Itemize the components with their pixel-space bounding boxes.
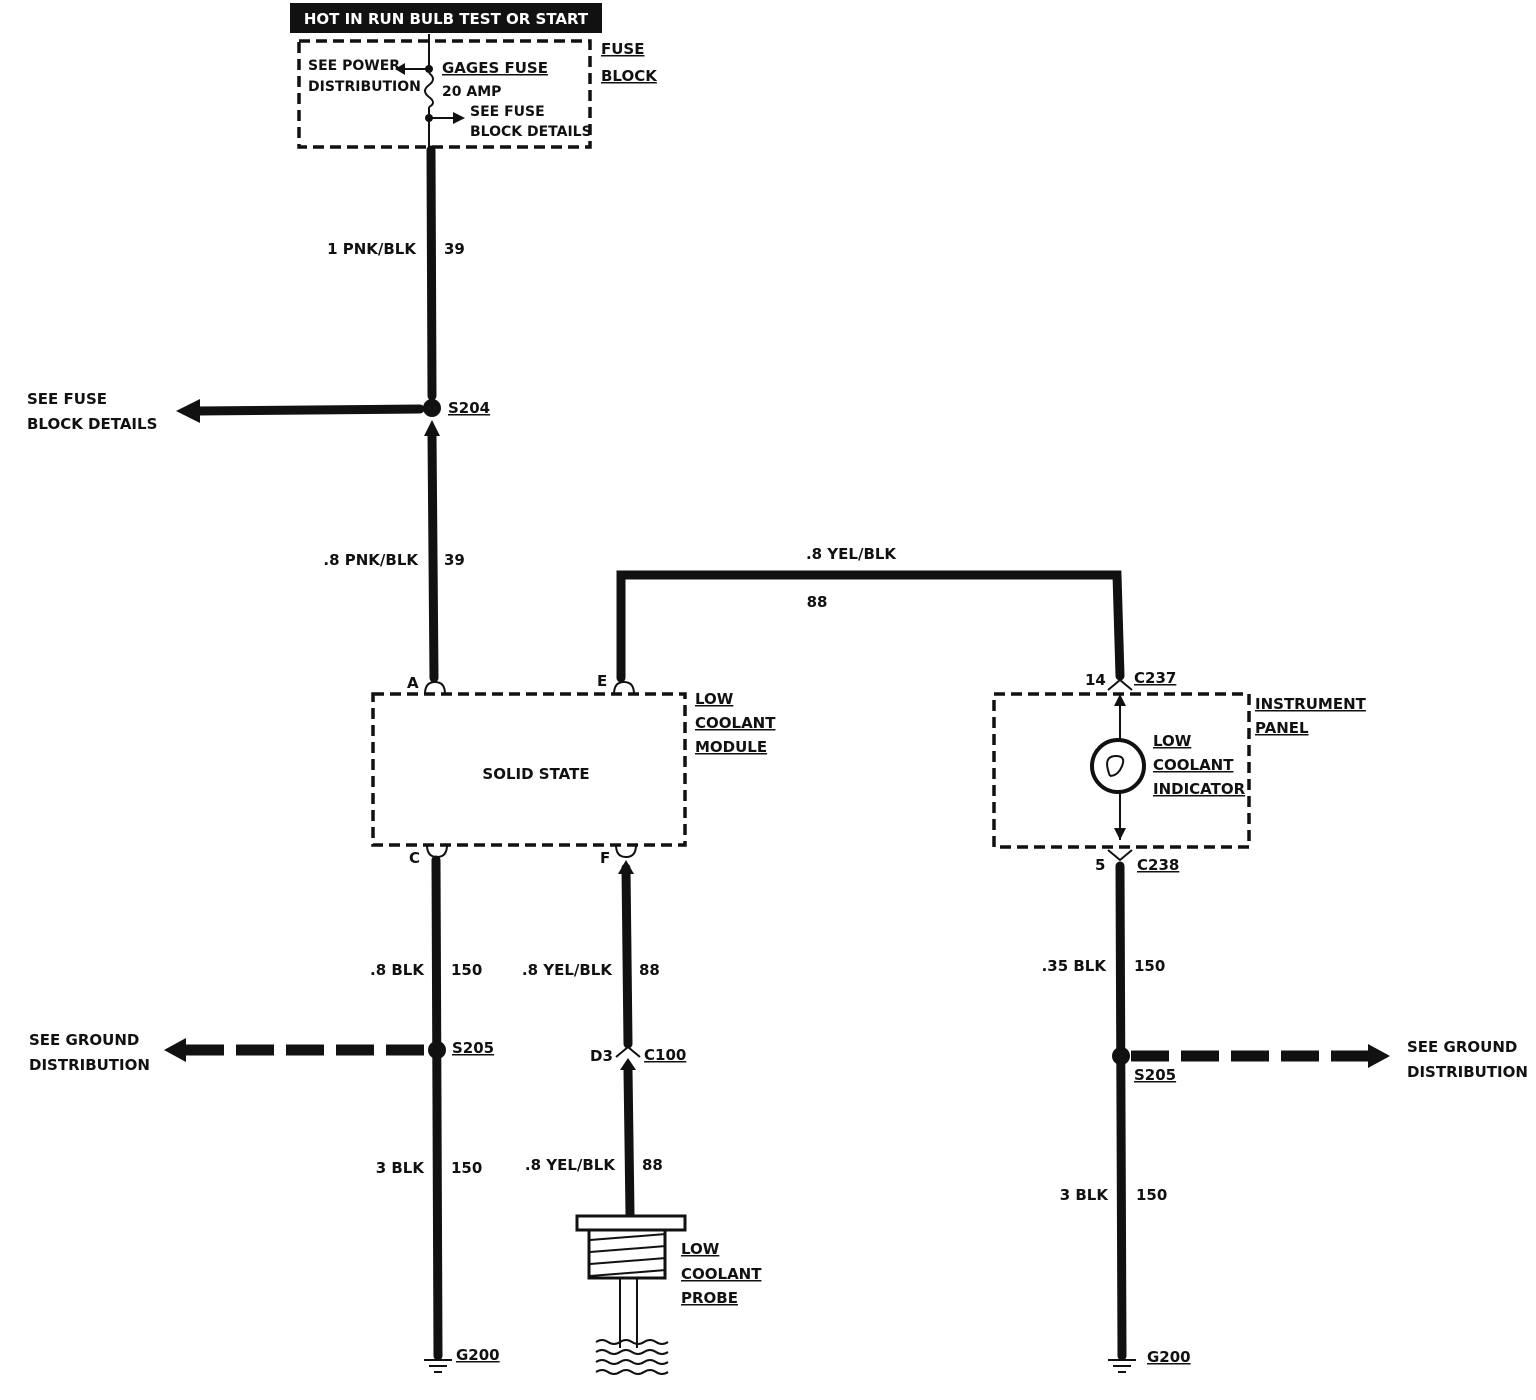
left-wire-bot-label: 3 BLK [376, 1159, 426, 1177]
ground-g200-left: G200 [456, 1346, 500, 1364]
c238-id: C238 [1137, 856, 1179, 874]
pin-f-label: F [600, 849, 610, 867]
instrument-panel-outline [992, 692, 1251, 849]
arrow-fuse-block-details [176, 399, 200, 423]
probe-label-2: COOLANT [681, 1265, 762, 1283]
pin-f-connector [615, 844, 637, 859]
header-title: HOT IN RUN BULB TEST OR START [304, 10, 589, 28]
indicator-label-1: LOW [1153, 732, 1192, 750]
wire-1pnk-39 [426, 145, 437, 401]
c100-connector [615, 1045, 641, 1070]
splice-s205-left [428, 1041, 446, 1059]
fuse-name: GAGES FUSE [442, 59, 548, 77]
instrument-panel-label-1: INSTRUMENT [1255, 695, 1367, 713]
c100-id: C100 [644, 1046, 686, 1064]
pin-c-label: C [409, 849, 420, 867]
left-wire-bot-circuit: 150 [451, 1159, 482, 1177]
low-coolant-module-outline [371, 692, 687, 847]
arrow-right-ground-dist [1368, 1044, 1390, 1068]
splice-s205-right-label: S205 [1134, 1066, 1176, 1084]
header-bar [290, 3, 602, 33]
fuse-block-label-2: BLOCK [601, 67, 658, 85]
left-ground-ref-1: SEE GROUND [29, 1031, 139, 1049]
splice-s205-left-label: S205 [452, 1039, 494, 1057]
left-wire-top-circuit: 150 [451, 961, 482, 979]
s204-ref-1: SEE FUSE [27, 390, 107, 408]
see-fuse-details-1: SEE FUSE [470, 104, 545, 120]
indicator-label-3: INDICATOR [1153, 780, 1246, 798]
right-wire-bot-label: 3 BLK [1060, 1186, 1110, 1204]
probe-wire-bot-circuit: 88 [642, 1156, 663, 1174]
wire-8pnk-label: .8 PNK/BLK [323, 551, 419, 569]
ground-icon-right [1108, 1359, 1136, 1373]
arrow-probe-up [618, 860, 634, 874]
probe-wire-top-label: .8 YEL/BLK [522, 961, 613, 979]
instrument-panel-label-2: PANEL [1255, 719, 1309, 737]
indicator-label-2: COOLANT [1153, 756, 1234, 774]
module-body-text: SOLID STATE [482, 765, 589, 783]
arrow-left-ground-dist [164, 1038, 186, 1062]
wire-top-yel-label: .8 YEL/BLK [806, 545, 897, 563]
wire-1pnk-label: 1 PNK/BLK [327, 240, 417, 258]
wire-probe-top [621, 863, 633, 1049]
coolant-probe-icon [575, 1214, 687, 1375]
right-wire-top-label: .35 BLK [1042, 957, 1108, 975]
wire-probe-bot [623, 1065, 635, 1219]
fuse-block-label-1: FUSE [601, 40, 644, 58]
probe-label-3: PROBE [681, 1289, 738, 1307]
wire-left-ground [431, 855, 443, 1361]
c100-pin: D3 [590, 1047, 613, 1065]
wire-yel-88-top [616, 570, 1125, 683]
c237-connector [1107, 678, 1133, 691]
left-ground-ref-2: DISTRIBUTION [29, 1056, 150, 1074]
wire-8pnk-39 [427, 430, 439, 683]
left-wire-top-label: .8 BLK [370, 961, 425, 979]
module-label-3: MODULE [695, 738, 767, 756]
wire-right-ground [1115, 861, 1127, 1361]
pin-e-connector [613, 680, 635, 695]
pin-c-connector [426, 844, 448, 859]
probe-label-1: LOW [681, 1240, 720, 1258]
wire-8pnk-circuit: 39 [444, 551, 465, 569]
see-power-label-2: DISTRIBUTION [308, 79, 421, 95]
c238-pin: 5 [1095, 856, 1105, 874]
low-coolant-bulb-icon [1090, 694, 1146, 840]
right-ground-ref-2: DISTRIBUTION [1407, 1063, 1528, 1081]
fuse-block-outline [297, 39, 592, 149]
ground-icon-left [424, 1359, 452, 1373]
wire-top-yel-circuit: 88 [807, 593, 828, 611]
c238-connector [1107, 849, 1133, 862]
splice-s204-label: S204 [448, 399, 490, 417]
fuse-rating: 20 AMP [442, 84, 501, 100]
see-fuse-details-2: BLOCK DETAILS [470, 124, 592, 140]
probe-wire-top-circuit: 88 [639, 961, 660, 979]
splice-s205-right [1112, 1047, 1130, 1065]
probe-wire-bot-label: .8 YEL/BLK [525, 1156, 616, 1174]
module-label-1: LOW [695, 690, 734, 708]
splice-s204 [423, 399, 441, 417]
c237-pin: 14 [1085, 671, 1106, 689]
wire-1pnk-circuit: 39 [444, 240, 465, 258]
module-label-2: COOLANT [695, 714, 776, 732]
right-wire-top-circuit: 150 [1134, 957, 1165, 975]
c237-id: C237 [1134, 669, 1176, 687]
fuse-symbol [395, 34, 465, 150]
right-wire-bot-circuit: 150 [1136, 1186, 1167, 1204]
wire-s204-branch [193, 404, 425, 416]
s204-ref-2: BLOCK DETAILS [27, 415, 157, 433]
arrow-s204-in [424, 420, 440, 436]
ground-g200-right: G200 [1147, 1348, 1191, 1366]
pin-a-label: A [407, 674, 419, 692]
pin-a-connector [424, 680, 446, 695]
right-ground-ref-1: SEE GROUND [1407, 1038, 1517, 1056]
see-power-label-1: SEE POWER [308, 58, 400, 74]
pin-e-label: E [597, 672, 607, 690]
